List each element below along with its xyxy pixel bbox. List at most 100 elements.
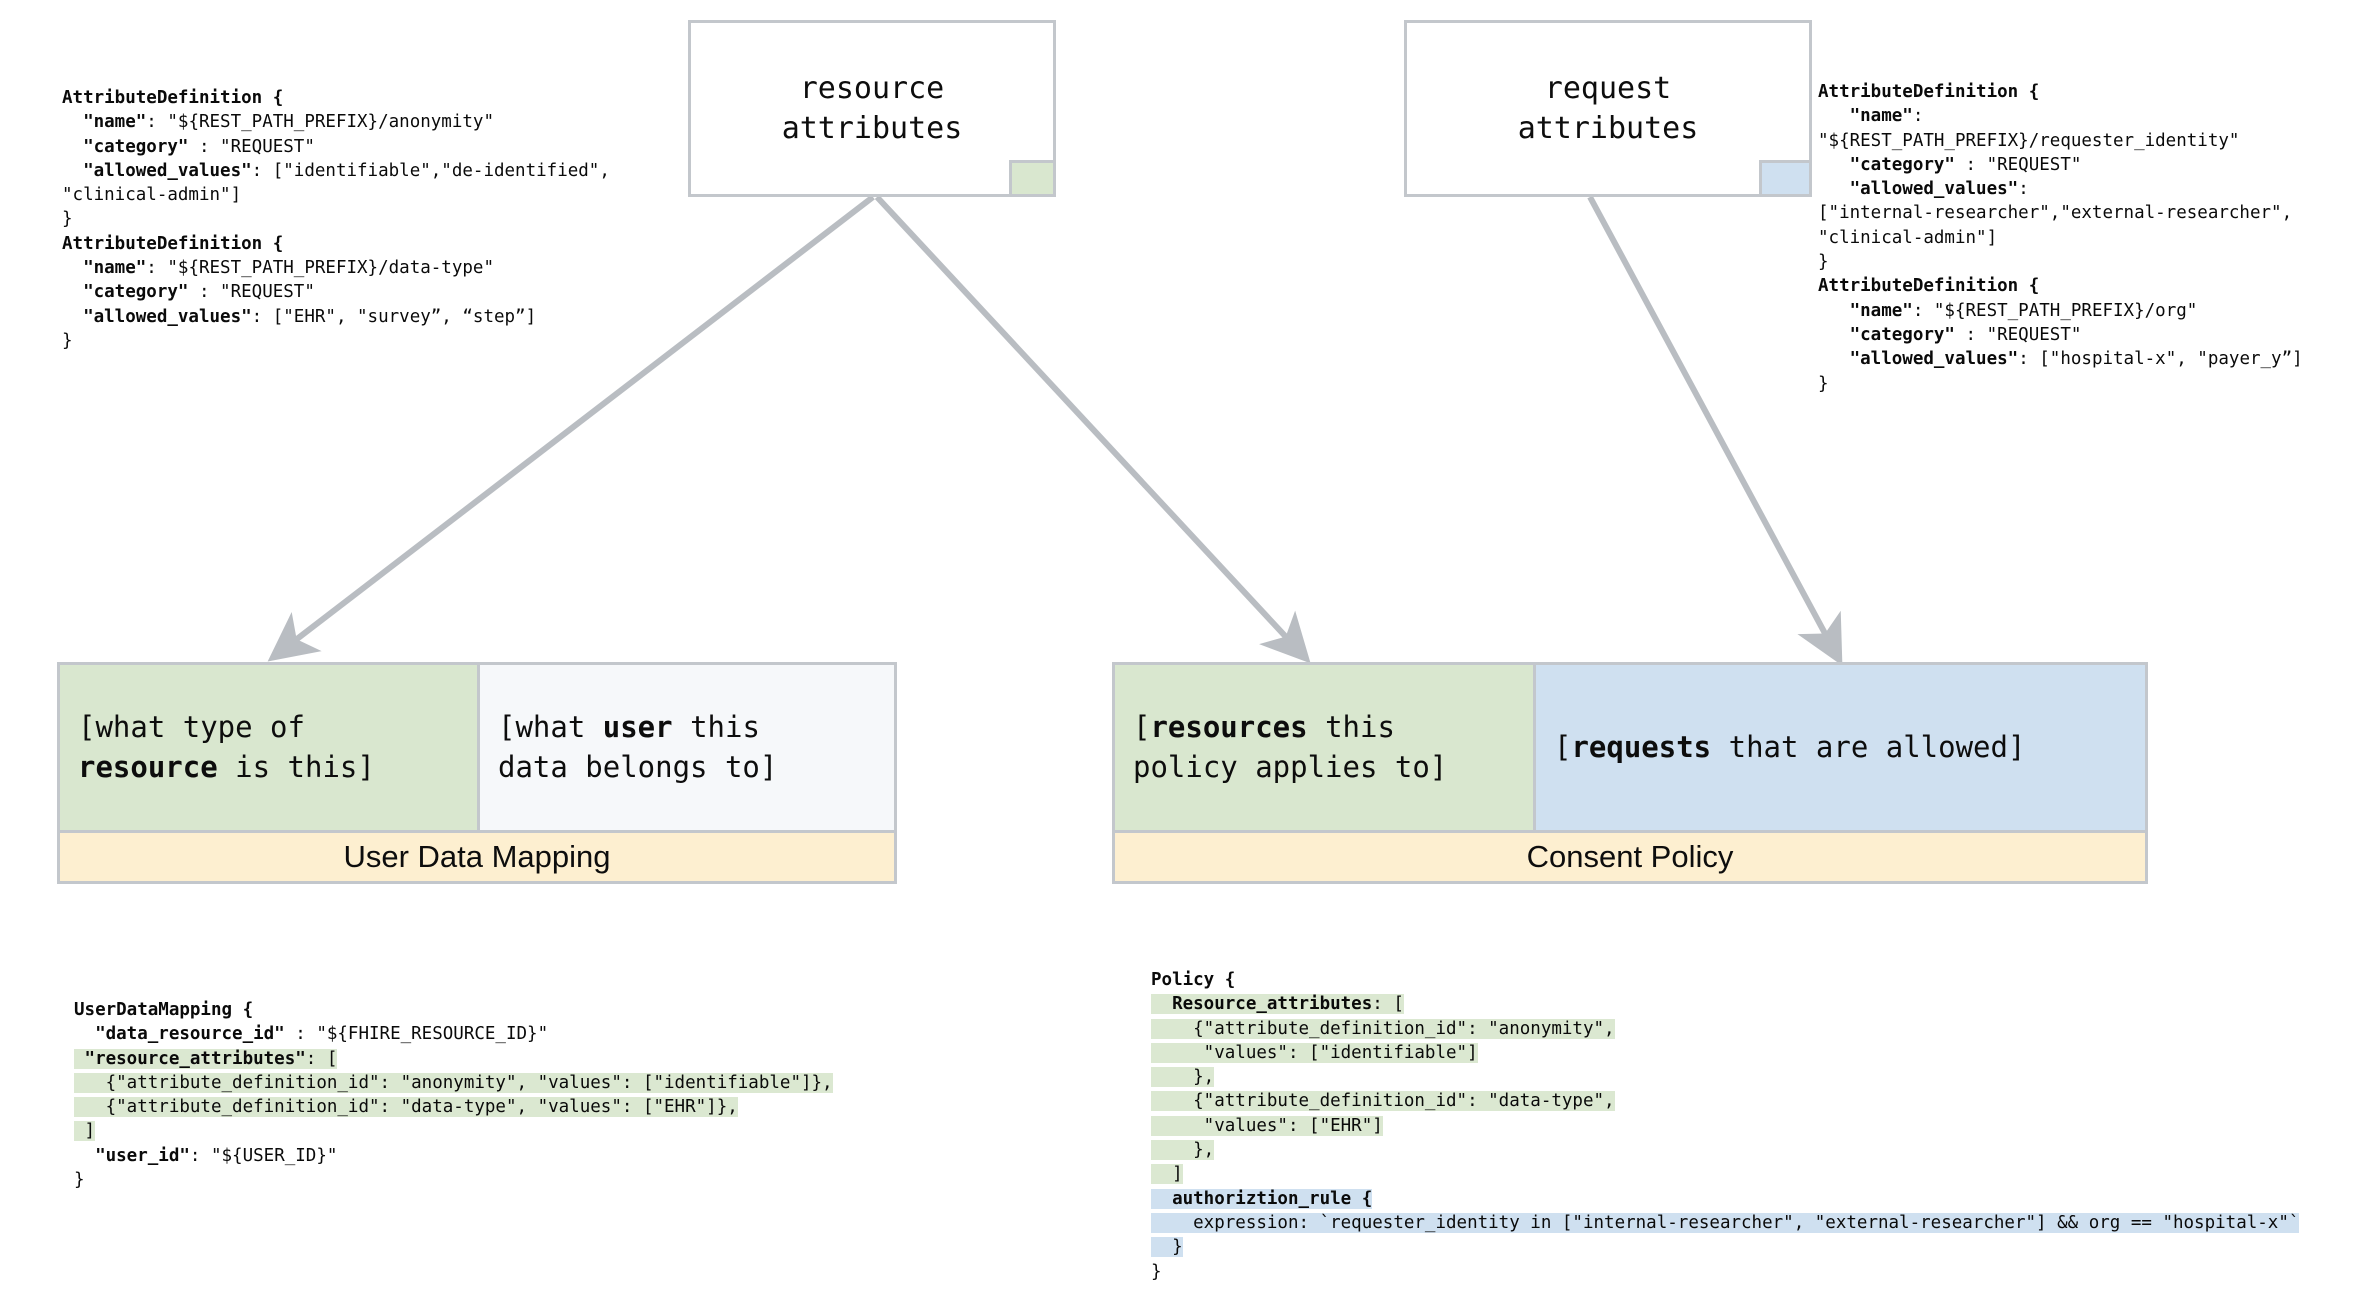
- cell-text-span: this data belongs to]: [498, 710, 778, 784]
- code-span: }: [1818, 373, 1829, 394]
- code-span: }: [1151, 1237, 1183, 1258]
- code-line: "category" : "REQUEST": [1818, 323, 2303, 347]
- code-span: "name": [62, 258, 147, 279]
- request-attributes-color-chip: [1759, 160, 1812, 197]
- code-span: : "${FHIRE_RESOURCE_ID}": [284, 1024, 549, 1045]
- code-line: AttributeDefinition {: [62, 232, 610, 256]
- user-data-mapping-body: [what type of resource is this] [what us…: [60, 665, 894, 830]
- code-span: :: [2018, 179, 2029, 200]
- code-span: UserDataMapping {: [74, 1000, 254, 1020]
- code-line: AttributeDefinition {: [62, 86, 610, 110]
- code-line: Resource_attributes: [: [1151, 992, 2299, 1016]
- code-span: AttributeDefinition {: [1818, 276, 2040, 297]
- user-data-mapping-panel[interactable]: [what type of resource is this] [what us…: [57, 662, 897, 884]
- cell-divider: [1533, 665, 1536, 830]
- code-line: }: [62, 329, 610, 353]
- code-line: {"attribute_definition_id": "anonymity",…: [74, 1071, 833, 1095]
- code-line: }: [62, 207, 610, 231]
- code-span: }: [1818, 252, 1829, 273]
- code-line: "category" : "REQUEST": [1818, 153, 2303, 177]
- code-line: authoriztion_rule {: [1151, 1187, 2299, 1211]
- code-span: "category": [62, 136, 189, 157]
- cell-text-span: this policy applies to]: [1133, 710, 1448, 784]
- code-span: "name": [62, 112, 147, 133]
- code-span: : [: [305, 1048, 338, 1069]
- policy-code: Policy { Resource_attributes: [ {"attrib…: [1151, 968, 2300, 1284]
- code-line: }: [1818, 372, 2303, 396]
- code-span: expression: `requester_identity in ["int…: [1151, 1212, 2300, 1233]
- code-line: "name":: [1818, 104, 2303, 128]
- code-span: {"attribute_definition_id": "anonymity",: [1151, 1018, 1615, 1039]
- code-span: AttributeDefinition {: [62, 233, 284, 254]
- user-data-mapping-footer: User Data Mapping: [60, 830, 894, 881]
- code-span: },: [1151, 1067, 1215, 1088]
- consent-policy-body: [resources this policy applies to] [requ…: [1115, 665, 2145, 830]
- code-span: :: [1912, 106, 1924, 127]
- code-span: "allowed_values": [62, 160, 252, 181]
- code-span: "category": [1818, 154, 1955, 175]
- code-span: : "REQUEST": [188, 282, 315, 303]
- user-data-mapping-footer-label: User Data Mapping: [343, 839, 611, 874]
- arrow-resource-to-consent-policy: [874, 194, 1311, 664]
- code-span: {"attribute_definition_id": "anonymity",…: [74, 1072, 833, 1093]
- code-line: "resource_attributes": [: [74, 1047, 833, 1071]
- code-line: UserDataMapping {: [74, 998, 833, 1022]
- consent-policy-footer-label: Consent Policy: [1526, 839, 1734, 874]
- code-span: "clinical-admin"]: [1818, 227, 1998, 248]
- policy-requests-cell-text: [requests that are allowed]: [1554, 728, 2025, 767]
- cell-text-span: resource: [78, 749, 218, 784]
- consent-policy-footer: Consent Policy: [1115, 830, 2145, 881]
- code-line: {"attribute_definition_id": "data-type",…: [74, 1095, 833, 1119]
- code-line: ]: [74, 1119, 833, 1143]
- code-line: {"attribute_definition_id": "data-type",: [1151, 1089, 2299, 1113]
- code-line: "category" : "REQUEST": [62, 280, 610, 304]
- code-span: : "${USER_ID}": [189, 1145, 338, 1166]
- code-line: Policy {: [1151, 968, 2299, 992]
- code-span: "values": ["identifiable"]: [1151, 1042, 1478, 1063]
- code-span: "data_resource_id": [74, 1024, 285, 1045]
- request-attributes-box[interactable]: request attributes: [1404, 20, 1812, 197]
- code-span: }: [62, 209, 73, 230]
- resource-cell[interactable]: [what type of resource is this]: [60, 665, 477, 830]
- code-span: : "REQUEST": [1954, 324, 2082, 345]
- code-line: expression: `requester_identity in ["int…: [1151, 1211, 2300, 1235]
- code-line: "allowed_values":: [1818, 177, 2303, 201]
- code-span: : "${REST_PATH_PREFIX}/data-type": [146, 258, 494, 279]
- resource-attributes-box[interactable]: resource attributes: [688, 20, 1056, 197]
- code-span: : "REQUEST": [188, 136, 315, 157]
- code-span: Resource_attributes: [1151, 994, 1373, 1015]
- code-line: AttributeDefinition {: [1818, 80, 2303, 104]
- code-line: "user_id": "${USER_ID}": [74, 1144, 833, 1168]
- arrow-request-to-consent-policy: [1587, 195, 1843, 666]
- policy-requests-cell[interactable]: [requests that are allowed]: [1536, 665, 2145, 830]
- code-span: "user_id": [74, 1145, 190, 1166]
- cell-text-span: that are allowed]: [1711, 729, 2026, 764]
- code-span: : ["identifiable","de-identified",: [251, 160, 610, 181]
- consent-policy-panel[interactable]: [resources this policy applies to] [requ…: [1112, 662, 2148, 884]
- code-line: "clinical-admin"]: [1818, 226, 2303, 250]
- resource-attributes-color-chip: [1009, 160, 1056, 197]
- cell-text-span: is this]: [217, 749, 375, 784]
- code-span: "clinical-admin"]: [62, 185, 242, 206]
- code-span: "category": [62, 282, 189, 303]
- code-line: }: [1151, 1260, 2299, 1284]
- code-span: : [: [1372, 994, 1404, 1015]
- cell-divider: [477, 665, 480, 830]
- code-span: ]: [1151, 1164, 1183, 1185]
- cell-text-span: [: [1554, 729, 1572, 764]
- policy-resources-cell[interactable]: [resources this policy applies to]: [1115, 665, 1533, 830]
- cell-text-span: resources: [1150, 710, 1308, 745]
- code-line: "name": "${REST_PATH_PREFIX}/org": [1818, 299, 2303, 323]
- code-line: },: [1151, 1138, 2299, 1162]
- code-span: ]: [74, 1121, 96, 1142]
- user-cell[interactable]: [what user this data belongs to]: [480, 665, 894, 830]
- code-span: "category": [1818, 324, 1955, 345]
- code-line: "values": ["identifiable"]: [1151, 1041, 2299, 1065]
- cell-text-span: user: [602, 710, 673, 745]
- code-line: "clinical-admin"]: [62, 183, 610, 207]
- code-span: AttributeDefinition {: [1818, 82, 2040, 102]
- code-line: "data_resource_id" : "${FHIRE_RESOURCE_I…: [74, 1022, 833, 1046]
- code-line: {"attribute_definition_id": "anonymity",: [1151, 1017, 2299, 1041]
- code-line: "allowed_values": ["hospital-x", "payer_…: [1818, 347, 2303, 371]
- resource-attribute-definitions-code: AttributeDefinition { "name": "${REST_PA…: [62, 86, 610, 353]
